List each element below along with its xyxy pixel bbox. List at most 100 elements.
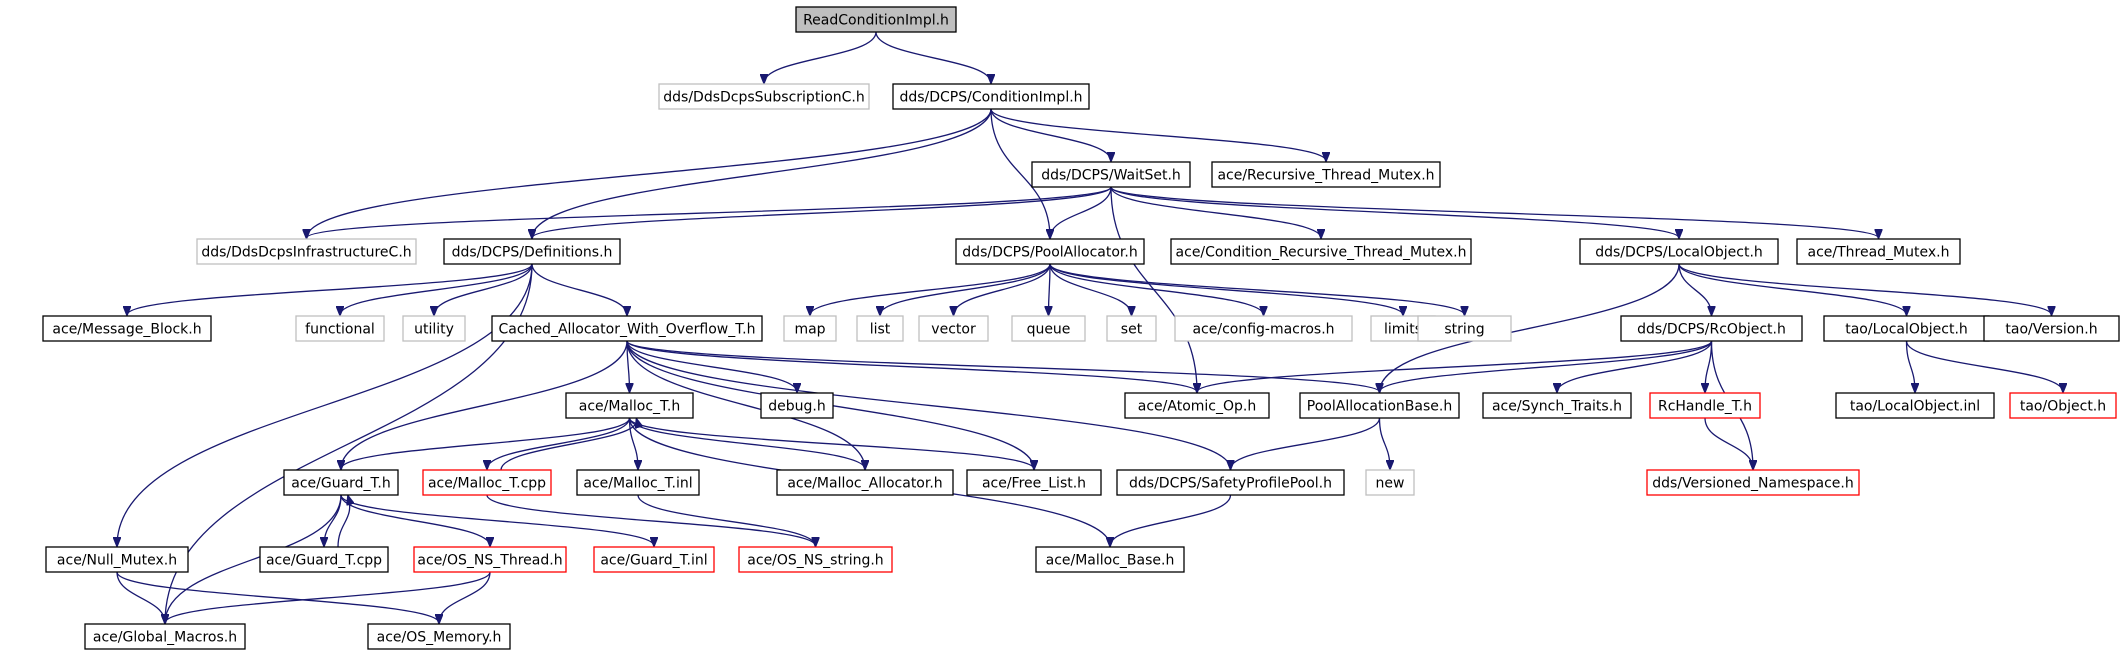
node-ace-malloc-t-h[interactable]: ace/Malloc_T.h <box>565 392 694 419</box>
node-box <box>413 546 567 573</box>
edge-cached-allocator-with-overflow-t-h-to-debug-h <box>626 340 797 392</box>
node-label: ace/OS_Memory.h <box>377 630 502 646</box>
node-ace-malloc-base-h[interactable]: ace/Malloc_Base.h <box>1035 546 1185 573</box>
node-cached-allocator-with-overflow-t-h[interactable]: Cached_Allocator_With_Overflow_T.h <box>491 315 763 342</box>
node-new[interactable]: new <box>1365 469 1415 496</box>
node-label: ace/Malloc_Allocator.h <box>787 476 942 492</box>
node-ace-guard-t-h[interactable]: ace/Guard_T.h <box>283 469 399 496</box>
node-tao-localobject-h[interactable]: tao/LocalObject.h <box>1823 315 1990 342</box>
node-box <box>1170 238 1472 265</box>
node-tao-version-h[interactable]: tao/Version.h <box>1983 315 2120 342</box>
edge-ace-guard-t-h-to-ace-os-ns-thread-h <box>340 494 490 546</box>
node-ace-malloc-t-cpp[interactable]: ace/Malloc_T.cpp <box>422 469 552 496</box>
node-list[interactable]: list <box>856 315 904 342</box>
edge-dds-dcps-waitset-h-to-ace-condition-recursive-thread-mutex-h <box>1110 186 1321 238</box>
node-label: functional <box>305 322 375 338</box>
edge-dds-dcps-conditionimpl-h-to-dds-ddsdcpsinfrastructurec-h <box>307 108 992 238</box>
node-label: ace/Guard_T.inl <box>600 553 707 569</box>
node-functional[interactable]: functional <box>295 315 385 342</box>
edge-dds-dcps-definitions-h-to-ace-null-mutex-h <box>117 263 533 546</box>
node-ace-message-block-h[interactable]: ace/Message_Block.h <box>42 315 212 342</box>
node-label: vector <box>931 322 976 338</box>
node-ace-atomic-op-h[interactable]: ace/Atomic_Op.h <box>1124 392 1270 419</box>
node-label: tao/LocalObject.h <box>1845 322 1968 338</box>
edge-ace-null-mutex-h-to-ace-os-memory-h <box>116 571 439 623</box>
node-ace-os-ns-string-h[interactable]: ace/OS_NS_string.h <box>738 546 893 573</box>
node-ace-condition-recursive-thread-mutex-h[interactable]: ace/Condition_Recursive_Thread_Mutex.h <box>1170 238 1472 265</box>
node-label: dds/DCPS/ConditionImpl.h <box>899 90 1082 106</box>
node-dds-dcps-poolallocator-h[interactable]: dds/DCPS/PoolAllocator.h <box>955 238 1145 265</box>
node-label: limits <box>1384 322 1422 338</box>
node-dds-dcps-rcobject-h[interactable]: dds/DCPS/RcObject.h <box>1620 315 1803 342</box>
node-ace-thread-mutex-h[interactable]: ace/Thread_Mutex.h <box>1796 238 1961 265</box>
node-label: dds/DdsDcpsInfrastructureC.h <box>201 245 411 261</box>
node-box <box>443 238 621 265</box>
node-ace-synch-traits-h[interactable]: ace/Synch_Traits.h <box>1482 392 1632 419</box>
node-box <box>1365 469 1415 496</box>
node-dds-ddsdcpsinfrastructurec-h[interactable]: dds/DdsDcpsInfrastructureC.h <box>196 238 417 265</box>
node-dds-dcps-conditionimpl-h[interactable]: dds/DCPS/ConditionImpl.h <box>892 83 1090 110</box>
node-utility[interactable]: utility <box>402 315 466 342</box>
node-dds-ddsdcpssubscriptionc-h[interactable]: dds/DdsDcpsSubscriptionC.h <box>658 83 870 110</box>
node-box <box>1796 238 1961 265</box>
edge-readconditionimpl-h-to-dds-ddsdcpssubscriptionc-h <box>764 31 877 83</box>
node-ace-null-mutex-h[interactable]: ace/Null_Mutex.h <box>45 546 189 573</box>
node-label: set <box>1121 322 1143 338</box>
node-vector[interactable]: vector <box>918 315 989 342</box>
node-ace-guard-t-cpp[interactable]: ace/Guard_T.cpp <box>259 546 389 573</box>
edge-dds-dcps-poolallocator-h-to-vector <box>954 263 1051 315</box>
node-box <box>783 315 837 342</box>
node-box <box>1011 315 1086 342</box>
node-dds-dcps-waitset-h[interactable]: dds/DCPS/WaitSet.h <box>1031 161 1191 188</box>
node-ace-free-list-h[interactable]: ace/Free_List.h <box>966 469 1102 496</box>
node-label: queue <box>1027 322 1071 338</box>
node-label: dds/DdsDcpsSubscriptionC.h <box>663 90 865 106</box>
node-dds-dcps-safetyprofilepool-h[interactable]: dds/DCPS/SafetyProfilePool.h <box>1116 469 1345 496</box>
edge-cached-allocator-with-overflow-t-h-to-dds-dcps-safetyprofilepool-h <box>626 340 1231 469</box>
node-ace-config-macros-h[interactable]: ace/config-macros.h <box>1174 315 1353 342</box>
node-label: ace/Malloc_T.h <box>579 399 681 415</box>
edge-rchandle-t-h-to-dds-versioned-namespace-h <box>1704 417 1753 469</box>
edge-dds-dcps-conditionimpl-h-to-ace-recursive-thread-mutex-h <box>990 108 1326 161</box>
node-box <box>776 469 954 496</box>
node-ace-os-memory-h[interactable]: ace/OS_Memory.h <box>367 623 511 650</box>
edge-dds-dcps-poolallocator-h-to-set <box>1049 263 1132 315</box>
node-ace-malloc-allocator-h[interactable]: ace/Malloc_Allocator.h <box>776 469 954 496</box>
node-box <box>491 315 763 342</box>
node-ace-os-ns-thread-h[interactable]: ace/OS_NS_Thread.h <box>413 546 567 573</box>
node-label: dds/DCPS/WaitSet.h <box>1041 168 1181 184</box>
node-ace-recursive-thread-mutex-h[interactable]: ace/Recursive_Thread_Mutex.h <box>1211 161 1441 188</box>
node-label: dds/Versioned_Namespace.h <box>1652 476 1853 492</box>
node-ace-global-macros-h[interactable]: ace/Global_Macros.h <box>84 623 246 650</box>
edge-cached-allocator-with-overflow-t-h-to-ace-malloc-allocator-h <box>626 340 865 469</box>
node-rchandle-t-h[interactable]: RcHandle_T.h <box>1649 392 1761 419</box>
node-label: ace/Message_Block.h <box>52 322 201 338</box>
node-dds-versioned-namespace-h[interactable]: dds/Versioned_Namespace.h <box>1646 469 1860 496</box>
node-label: utility <box>414 322 454 338</box>
node-box <box>1035 546 1185 573</box>
node-dds-dcps-localobject-h[interactable]: dds/DCPS/LocalObject.h <box>1579 238 1779 265</box>
node-ace-guard-t-inl[interactable]: ace/Guard_T.inl <box>593 546 715 573</box>
node-readconditionimpl-h[interactable]: ReadConditionImpl.h <box>795 6 957 33</box>
node-ace-malloc-t-inl[interactable]: ace/Malloc_T.inl <box>576 469 700 496</box>
node-map[interactable]: map <box>783 315 837 342</box>
node-tao-localobject-inl[interactable]: tao/LocalObject.inl <box>1835 392 1995 419</box>
node-label: ace/OS_NS_string.h <box>747 553 883 569</box>
node-set[interactable]: set <box>1106 315 1157 342</box>
node-box <box>1417 315 1512 342</box>
node-tao-object-h[interactable]: tao/Object.h <box>2009 392 2117 419</box>
edge-tao-localobject-h-to-tao-object-h <box>1905 340 2064 392</box>
node-label: ace/Condition_Recursive_Thread_Mutex.h <box>1176 245 1467 261</box>
node-label: tao/Version.h <box>2005 322 2097 338</box>
node-label: ace/OS_NS_Thread.h <box>417 553 562 569</box>
node-label: ace/Guard_T.cpp <box>266 553 382 569</box>
node-label: ace/Malloc_T.inl <box>583 476 692 492</box>
node-dds-dcps-definitions-h[interactable]: dds/DCPS/Definitions.h <box>443 238 621 265</box>
node-string[interactable]: string <box>1417 315 1512 342</box>
node-box <box>966 469 1102 496</box>
node-box <box>1299 392 1460 419</box>
edge-ace-malloc-t-h-to-ace-guard-t-h <box>341 417 631 469</box>
node-debug-h[interactable]: debug.h <box>760 392 834 419</box>
node-poolallocationbase-h[interactable]: PoolAllocationBase.h <box>1299 392 1460 419</box>
node-queue[interactable]: queue <box>1011 315 1086 342</box>
